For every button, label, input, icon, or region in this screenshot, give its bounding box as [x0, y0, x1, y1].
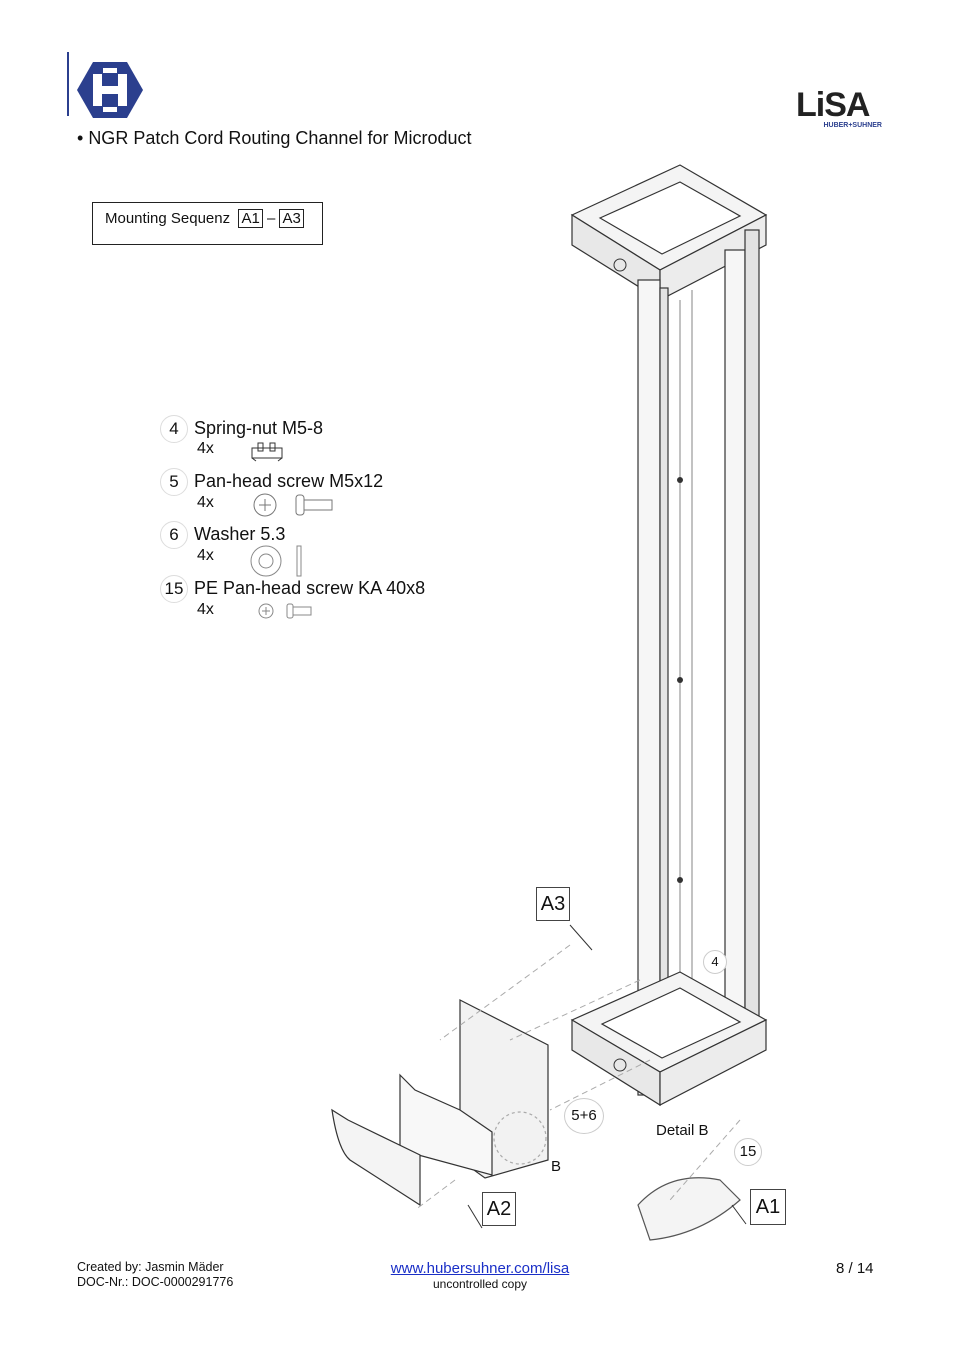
part-qty: 4x [197, 440, 214, 457]
part-qty: 4x [197, 601, 214, 618]
part-qty: 4x [197, 547, 214, 564]
label-a2: A2 [482, 1192, 516, 1226]
copy-note: uncontrolled copy [432, 1277, 528, 1291]
sequence-from-tag: A1 [238, 209, 263, 228]
logo-divider [67, 52, 69, 116]
doc-number: DOC-Nr.: DOC-0000291776 [77, 1275, 234, 1289]
lisa-logo: LiSA HUBER+SUHNER [796, 86, 882, 129]
page-number: 8 / 14 [836, 1260, 874, 1277]
created-by: Created by: Jasmin Mäder [77, 1260, 224, 1274]
mounting-sequence-box: Mounting Sequenz A1 – A3 [92, 202, 323, 245]
pe-pan-head-screw-icon [258, 603, 312, 619]
callout-15: 15 [734, 1138, 762, 1166]
huber-suhner-h-icon [77, 62, 143, 118]
label-detail-b: Detail B [656, 1122, 709, 1139]
label-a3: A3 [536, 887, 570, 921]
page-title: • NGR Patch Cord Routing Channel for Mic… [77, 128, 472, 148]
label-a1: A1 [750, 1189, 786, 1225]
spring-nut-icon [251, 442, 283, 462]
rack-assembly-drawing [331, 164, 768, 1241]
part-qty: 4x [197, 494, 214, 511]
sequence-to-tag: A3 [279, 209, 304, 228]
title-text: NGR Patch Cord Routing Channel for Micro… [88, 128, 472, 148]
pan-head-screw-icon [253, 493, 333, 517]
washer-icon [250, 545, 302, 577]
footer-center: www.hubersuhner.com/lisa uncontrolled co… [384, 1260, 576, 1291]
callout-4: 4 [703, 950, 727, 974]
callout-5-6: 5+6 [564, 1098, 604, 1134]
website-link[interactable]: www.hubersuhner.com/lisa [390, 1260, 570, 1277]
footer-meta: Created by: Jasmin Mäder DOC-Nr.: DOC-00… [77, 1260, 233, 1290]
label-b: B [551, 1158, 562, 1175]
